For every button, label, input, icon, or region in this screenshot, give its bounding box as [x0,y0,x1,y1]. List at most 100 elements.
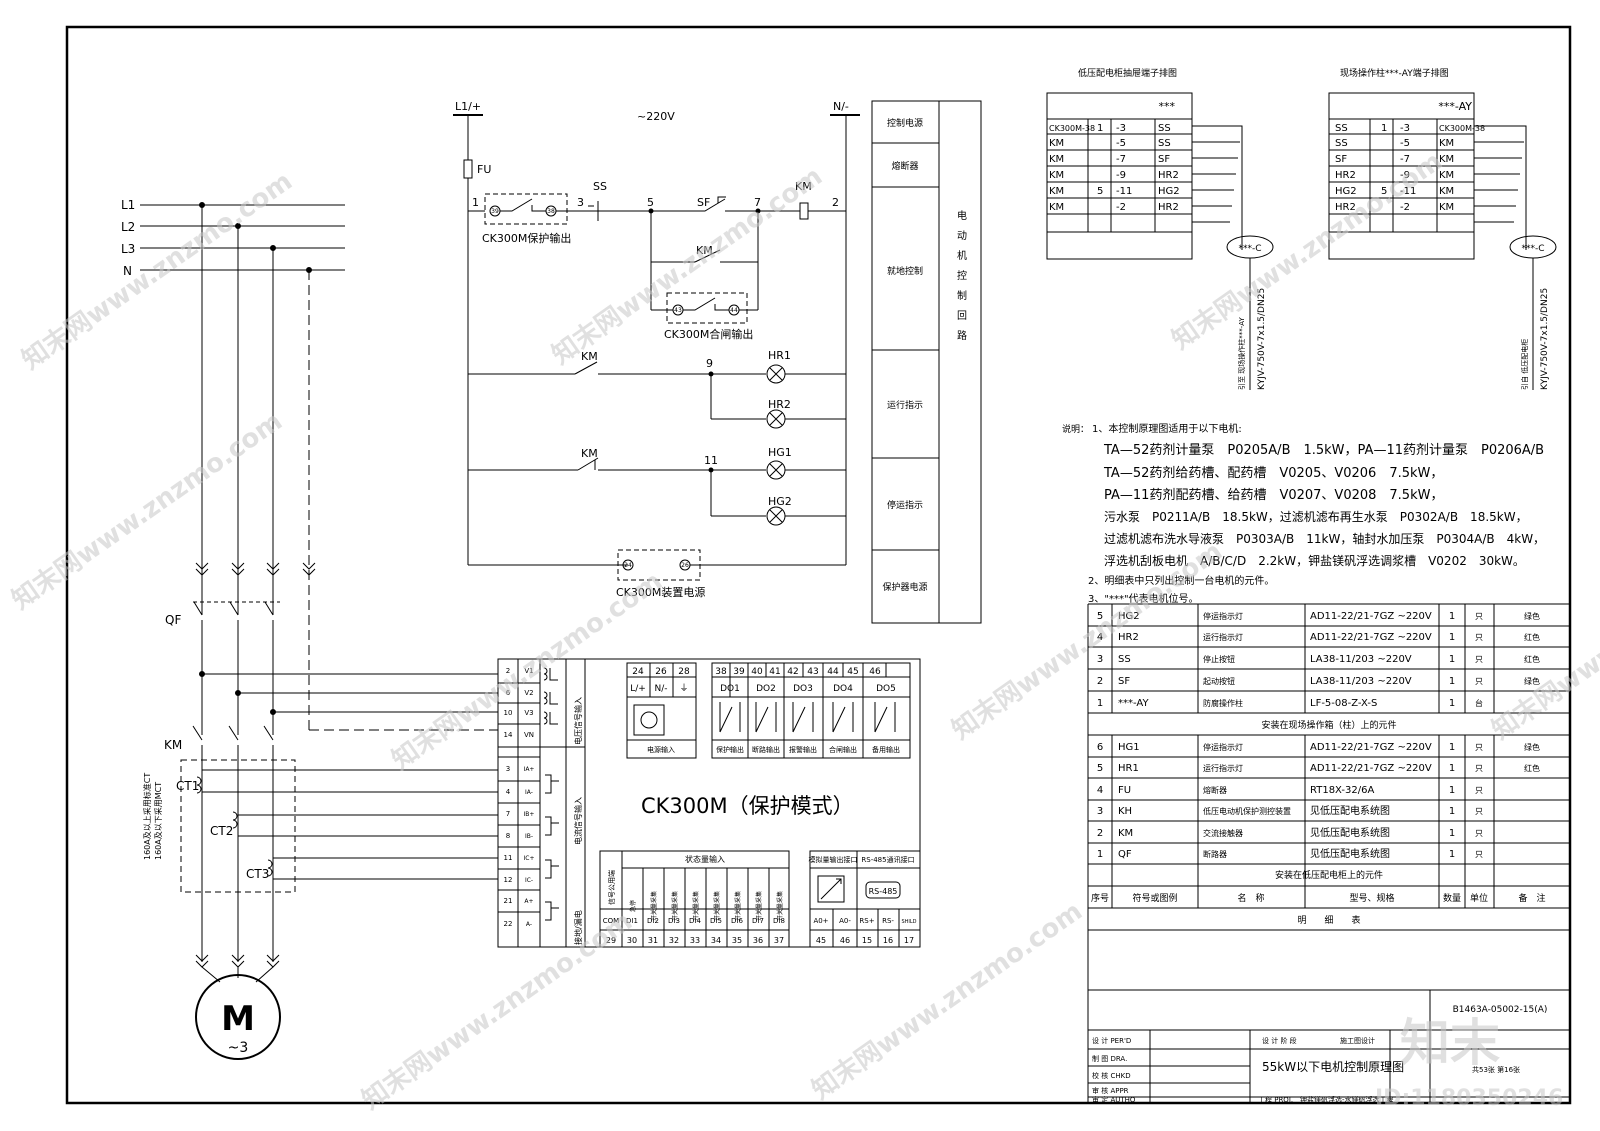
ct2-label: CT2 [210,824,233,838]
side-row-1: 熔断器 [891,160,918,172]
bom-cell: 绿色 [1524,611,1540,621]
role-1: 制 图 DRA. [1092,1054,1127,1063]
bom-cell: 2 [1097,828,1103,839]
voltage-pin-num: 10 [504,709,513,717]
di-function: 开关量采集 [692,891,700,921]
bom-cell: 只 [1475,829,1483,838]
bom-cell: SS [1118,654,1131,665]
do-func-0: 保护输出 [716,745,744,754]
di-label: DI2 [647,917,659,925]
current-pin-label: IC+ [524,855,535,862]
note-2: 2、明细表中只列出控制一台电机的元件。 [1088,574,1274,587]
di-label: DI5 [710,917,722,925]
terminal-cell: HG2 [1335,186,1357,197]
do-num-6: 44 [827,667,839,677]
bom-cell: 见低压配电系统图 [1310,804,1390,817]
di-number: 30 [627,936,637,945]
voltage-pin-num: 6 [506,689,511,697]
km-aux-label: KM [696,244,713,257]
bom-h-6: 备 注 [1518,892,1545,904]
bom-cell: 2 [1097,676,1103,687]
di-header: 状态量输入 [685,854,725,864]
n-label: N/- [833,100,849,113]
term1-header: *** [1159,100,1176,113]
voltage-pin-num: 2 [506,667,510,675]
node-7: 7 [754,196,761,209]
bom-cell: LA38-11/203 ~220V [1310,654,1412,665]
side-row-0: 控制电源 [887,117,923,129]
bom-cell: 只 [1475,677,1483,686]
terminal-cell: 1 [1097,123,1103,134]
bom-cell: 交流接触器 [1203,828,1243,838]
terminal-cell: HR2 [1158,170,1179,181]
terminal-cell: -7 [1400,154,1410,165]
node-11: 11 [704,454,718,467]
current-pin-label: IC- [525,877,533,884]
di-number: 29 [606,936,616,945]
ao-number: 46 [840,936,850,945]
bom-cell: 停运指示灯 [1203,742,1243,752]
rs485-box-label: RS-485 [869,887,898,896]
role-0: 设 计 PER'D [1092,1036,1131,1045]
terminal-cell: HR2 [1335,202,1356,213]
bom-cell: 1 [1449,654,1455,665]
drawing-number: B1463A-05002-15(A) [1453,1005,1548,1015]
bom-cell: 1 [1097,698,1103,709]
prot-out-label: CK300M保护输出 [482,231,571,245]
bom-cell: 台 [1475,698,1483,708]
terminal-cell: 1 [1381,123,1387,134]
control-circuit [453,114,860,581]
bom-cell: 红色 [1524,654,1540,664]
di-number: 35 [732,936,742,945]
bom-cell: QF [1118,849,1132,860]
terminal-cell: KM [1049,154,1064,165]
do-num-3: 41 [769,667,780,677]
phase-L3: L3 [121,242,135,256]
bom-cell: 1 [1449,785,1455,796]
bom-cell: 3 [1097,806,1103,817]
di-number: 32 [669,936,679,945]
stage-label: 设 计 阶 段 [1262,1036,1297,1045]
bom-h-2: 名 称 [1237,892,1264,904]
bom-cell: HR2 [1118,632,1139,643]
ao-label: RS+ [859,917,874,925]
bom-cell: LA38-11/203 ~220V [1310,676,1412,687]
voltage-pin-num: 14 [504,731,513,739]
note-line-0: TA—52药剂计量泵 P0205A/B 1.5kW，PA—11药剂计量泵 P02… [1103,443,1544,458]
term1-title: 低压配电柜抽屉端子排图 [1078,67,1177,79]
ck300m-frame [497,658,921,948]
pwr-label-2: ⏚ [679,683,688,694]
rs485-label: RS-485通讯接口 [861,855,914,864]
pwr-label-0: L/+ [630,684,646,694]
pwr-num-2: 28 [678,667,690,677]
bom-cell: ***-AY [1118,698,1149,709]
bom-cell: 4 [1097,785,1103,796]
do-func-2: 报警输出 [789,745,817,754]
di-number: 36 [753,936,763,945]
terminal-cell: KM [1439,154,1454,165]
bom-cell: 只 [1475,612,1483,621]
voltage-pin-label: V2 [524,689,533,697]
ao-label: RS- [882,917,894,925]
bom-cell: 只 [1475,764,1483,773]
do-func-3: 合闸输出 [829,745,857,754]
node-9: 9 [706,357,713,370]
bom-cell: 绿色 [1524,676,1540,686]
ao-number: 45 [816,936,826,945]
terminal-cell: -5 [1116,138,1126,149]
note-line-1: TA—52药剂给药槽、配药槽 V0205、V0206 7.5kW， [1103,466,1443,481]
ct-note-2: 160A及以下采用MCT [153,782,163,860]
side-row-2: 就地控制 [887,265,923,277]
project-label: 工程 PROJ. [1258,1095,1293,1104]
current-pin-label: IB- [525,833,533,840]
do-func-4: 备用输出 [872,745,900,754]
bom-cell: RT18X-32/6A [1310,785,1374,796]
di-label: COM [603,917,619,925]
project-value: 钾盐镁矾浮选-水镁矾浮选工程 [1300,1095,1394,1104]
term1-cable-tag: ***-C [1238,244,1261,254]
do-num-4: 42 [787,667,798,677]
do-label-1: DO2 [756,684,776,694]
do-num-8: 46 [869,667,881,677]
current-pin-label: A+ [524,898,533,905]
watermark-text: 知末网www.znzmo.com [387,566,668,775]
